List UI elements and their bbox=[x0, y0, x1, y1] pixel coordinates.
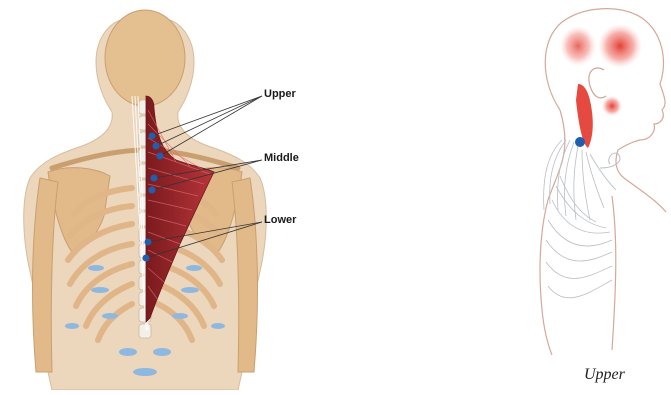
side-view-figure bbox=[540, 9, 666, 355]
skull bbox=[105, 10, 185, 106]
referred-pain-zones bbox=[560, 24, 642, 148]
trigger-point-middle-1 bbox=[151, 175, 158, 182]
label-upper: Upper bbox=[264, 88, 296, 100]
label-lower: Lower bbox=[264, 214, 296, 226]
label-middle: Middle bbox=[264, 152, 299, 164]
back-view-figure bbox=[24, 10, 267, 390]
trigger-point-lower-2 bbox=[143, 255, 150, 262]
side-view-caption: Upper bbox=[584, 366, 625, 384]
side-muscle-fibers bbox=[544, 140, 616, 298]
trigger-point-upper-2 bbox=[153, 143, 160, 150]
trigger-point-lower-1 bbox=[145, 239, 152, 246]
chest-line bbox=[624, 178, 666, 212]
pain-zone-head bbox=[560, 26, 596, 66]
trigger-point-middle-2 bbox=[149, 187, 156, 194]
arm-line bbox=[612, 196, 616, 350]
pain-zone-jaw bbox=[602, 96, 622, 116]
ear bbox=[589, 68, 606, 98]
pain-zone-temple bbox=[598, 24, 642, 68]
trigger-point-upper-1 bbox=[149, 133, 156, 140]
trigger-point-upper-3 bbox=[157, 153, 164, 160]
trigger-point-side-upper bbox=[575, 137, 585, 147]
